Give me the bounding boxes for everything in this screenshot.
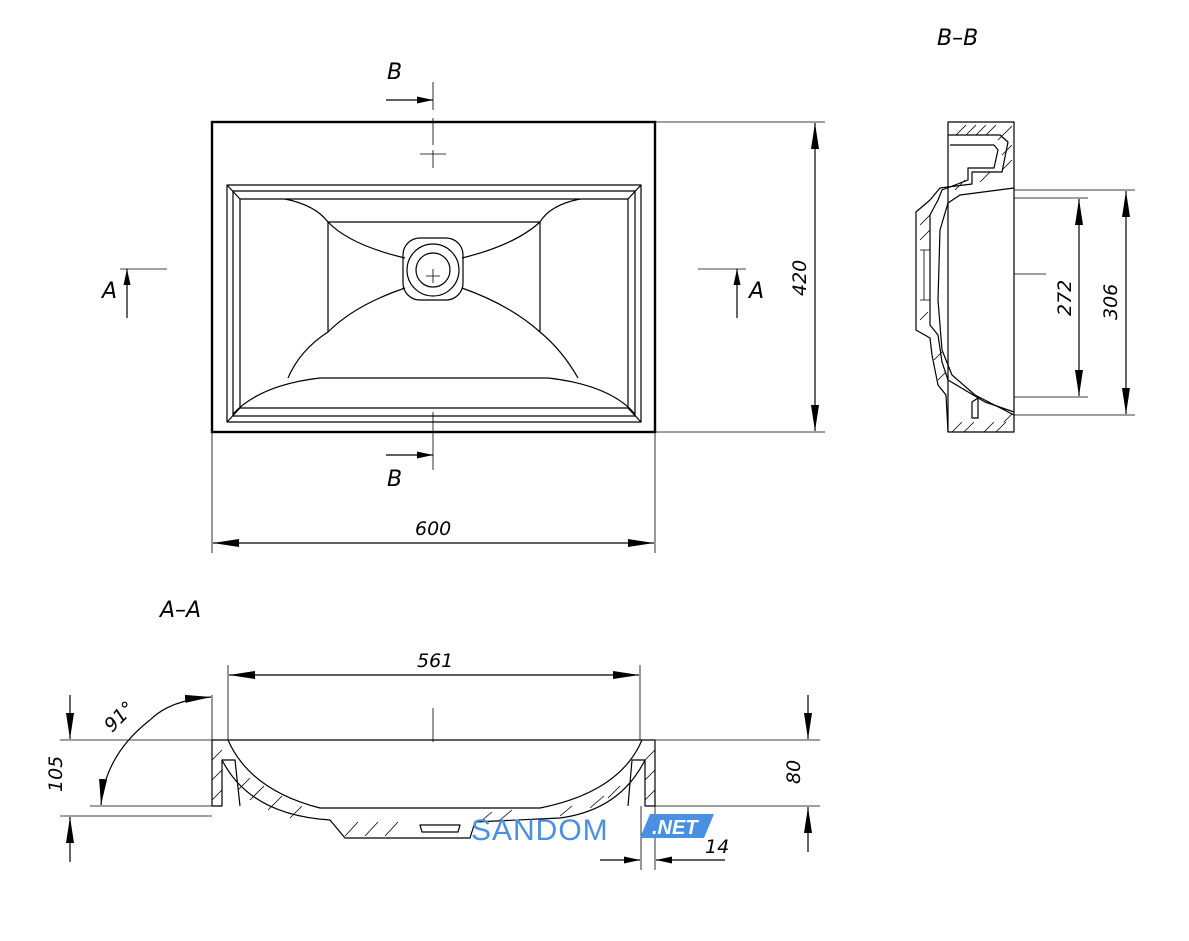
plan-view: B B A A 600 420 [100,60,825,553]
bb-center-mark [1013,270,1046,278]
groove-top-right [461,198,581,259]
groove-bottom-left [287,287,406,379]
dim-80: 80 [783,760,805,784]
section-marker-b-bottom: B [387,467,402,492]
aa-bowl-outer [221,759,646,839]
dim-105: 105 [45,756,67,792]
angle-arrow-top [149,694,212,721]
watermark-brand: SANDOM [471,814,609,847]
bb-ext-lines [1014,189,1135,416]
angle-arrow-bottom [99,719,151,806]
bowl-slope-top [226,184,642,200]
cutting-line-b-top [420,82,446,168]
angle-ext-lines [90,695,213,807]
bowl-inner-edge [232,190,636,417]
dim-600: 600 [415,518,451,540]
aa-left-wall [211,740,241,807]
plan-outer-outline [210,120,657,434]
section-aa-view: A–A 561 105 80 14 91° [45,598,820,870]
groove-bottom-right [461,287,579,379]
aa-drain [419,824,461,833]
dim-420: 420 [789,260,811,296]
aa-center-mark [426,708,442,742]
dim-14: 14 [705,836,729,858]
bowl-outer-edge [226,184,642,423]
ext-lines-420 [655,121,825,433]
bb-bowl-surface [937,187,1015,416]
drain-inner-ring [415,252,451,288]
aa-right-wall [627,740,656,807]
basin-floor [327,221,541,332]
aa-hatching [211,749,656,837]
bb-hatching [919,124,1013,433]
drain-frame [402,237,464,301]
watermark-badge [640,814,714,838]
bb-profile-inner [929,144,1015,413]
aa-ext-lines [60,739,820,817]
dim-561: 561 [417,650,453,672]
section-bb-title: B–B [937,26,978,51]
aa-bowl-inner [227,739,643,809]
ext-lines-561 [227,665,641,740]
bowl-slope-sides [239,199,629,408]
bb-outline [947,121,1015,433]
groove-top-left [284,198,406,259]
section-marker-a-left: A [100,279,117,304]
dim-306: 306 [1100,284,1122,320]
bb-overflow [920,249,930,301]
watermark: SANDOM .NET [471,814,714,847]
drain-center-mark [426,269,440,283]
dim-272: 272 [1054,280,1076,316]
watermark-suffix: .NET [652,817,699,839]
bb-profile-outer [915,134,1009,433]
dim-angle: 91° [100,697,139,736]
bowl-slope-bottom [226,407,642,423]
section-bb-view: B–B 272 306 [915,26,1135,433]
section-aa-title: A–A [158,598,201,623]
section-marker-b-top: B [387,60,402,85]
drain-outer-ring [406,243,460,297]
ext-lines-600 [211,432,656,553]
bb-drain-lip [971,397,979,419]
front-slope-curve [232,377,636,415]
section-marker-a-right: A [747,279,764,304]
